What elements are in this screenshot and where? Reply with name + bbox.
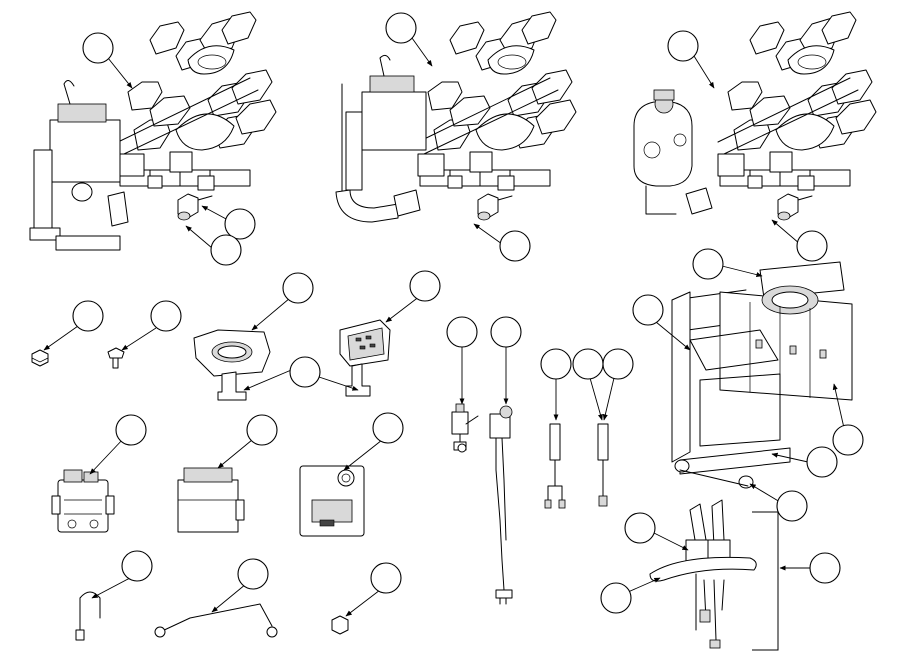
callout-bubble [372,412,404,444]
callout-bubble [490,316,522,348]
callout-bubble [796,230,828,262]
callout-bubble [572,348,604,380]
thermocouple-a [544,423,566,509]
callout-bubble [224,208,256,240]
callout-bubble [692,248,724,280]
callout-bubble [72,300,104,332]
callouts [43,12,864,617]
callout-bubble [624,512,656,544]
callout-bubble [667,30,699,62]
callout-bubble [115,414,147,446]
callout-bubble [446,316,478,348]
callout-bubble [289,356,321,388]
callout-bubble [237,558,269,590]
callout-bubble [246,414,278,446]
callout-bubble [832,424,864,456]
callout-bubble [409,270,441,302]
callout-bubble [121,550,153,582]
small-screw [107,347,125,369]
pilot-assembly-a [451,403,479,453]
burner-assembly-1 [29,11,277,251]
gas-valve-2 [177,467,245,533]
burner-box-frame [671,261,853,489]
callout-bubble [82,32,114,64]
thermocouple-b [597,423,609,507]
callout-bubble [809,552,841,584]
callout-bubble [776,490,808,522]
gas-valve-1 [51,469,115,533]
small-nut [31,349,49,367]
dual-pilot-assembly [649,499,757,649]
assembly-bracket [752,511,779,651]
gas-line-tube [154,603,278,638]
burner-assembly-2 [335,11,577,223]
callout-bubble [540,348,572,380]
callout-bubble [282,272,314,304]
callout-bubble [600,582,632,614]
burner-head-vented [339,319,391,397]
callout-bubble [210,234,242,266]
gas-valve-3 [299,465,365,537]
callout-bubble [370,562,402,594]
callout-bubble [499,230,531,262]
callout-bubble [602,348,634,380]
burner-head-oval [193,329,271,401]
cap-fitting [331,615,349,635]
pilot-assembly-b [489,405,513,605]
pilot-tube-bent [75,591,101,641]
callout-bubble [385,12,417,44]
burner-assembly-3 [633,11,877,221]
callout-bubble [806,446,838,478]
callout-bubble [150,300,182,332]
callout-bubble [632,294,664,326]
